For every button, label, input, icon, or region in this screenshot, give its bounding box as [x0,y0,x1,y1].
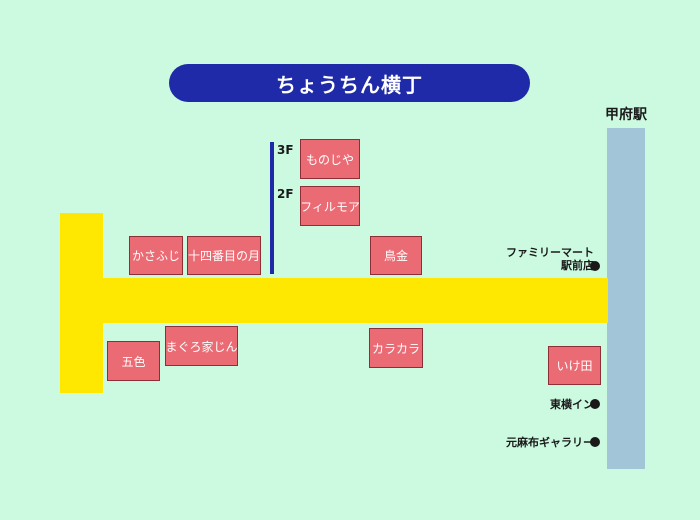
landmark-familymart-marker-icon [590,261,600,271]
landmark-gallery-marker-icon [590,437,600,447]
floor-label-3f: 3F [277,143,294,157]
floor-indicator-line [270,142,274,274]
shop-kasafuji[interactable]: かさふじ [129,236,183,275]
station-label: 甲府駅 [605,107,647,123]
landmark-toyoko-marker-icon [590,399,600,409]
shop-torikin[interactable]: 鳥金 [370,236,422,275]
title-bar: ちょうちん横丁 [169,64,530,102]
shop-goshiki[interactable]: 五色 [107,341,160,381]
map-title: ちょうちん横丁 [276,72,423,97]
landmark-toyoko: 東横イン [550,398,594,411]
shop-jushiban[interactable]: 十四番目の月 [187,236,261,275]
shop-maguroya[interactable]: まぐろ家じん [165,326,238,366]
shop-karakara[interactable]: カラカラ [369,328,423,368]
shop-ikeda[interactable]: いけ田 [548,346,601,385]
landmark-familymart-line1: ファミリーマート [506,246,594,259]
floor-label-2f: 2F [277,187,294,201]
shop-firumoa[interactable]: フィルモア [300,186,360,226]
landmark-familymart: ファミリーマート 駅前店 [506,246,594,272]
station-building [607,128,645,469]
road-horizontal [60,278,608,323]
shop-monojiya[interactable]: ものじや [300,139,360,179]
landmark-gallery: 元麻布ギャラリー [506,436,594,449]
landmark-familymart-line2: 駅前店 [561,259,594,272]
